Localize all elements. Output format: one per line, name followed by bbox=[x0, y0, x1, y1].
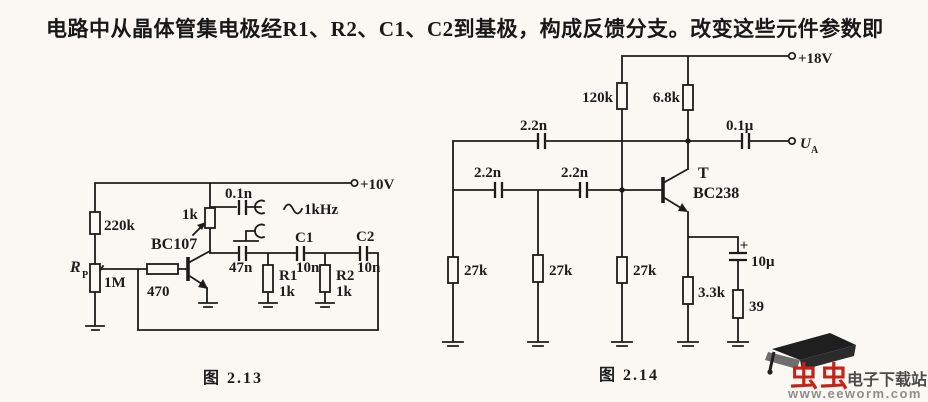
resistor-39 bbox=[732, 289, 744, 319]
r39-label: 39 bbox=[749, 299, 764, 315]
resistor-27k-3 bbox=[616, 256, 628, 284]
c-top-label: 2.2n bbox=[520, 118, 548, 134]
c2-value-label: 10n bbox=[357, 260, 381, 276]
r-emitter-label: 3.3k bbox=[698, 285, 726, 301]
t-type-label: BC238 bbox=[693, 185, 739, 202]
figure-2-14-caption: 图 2.14 bbox=[599, 367, 660, 384]
resistor-r2 bbox=[319, 264, 331, 293]
emitter-arrow-icon bbox=[198, 279, 208, 289]
resistor-27k-1 bbox=[447, 256, 459, 284]
freq-label: 1kHz bbox=[304, 202, 339, 218]
c-47n-label: 47n bbox=[229, 260, 253, 276]
sine-wave-icon bbox=[282, 203, 304, 215]
r27k-2-label: 27k bbox=[549, 263, 573, 279]
figure-2-13-caption: 图 2.13 bbox=[203, 370, 264, 387]
watermark-site: 电子下载站 bbox=[847, 372, 928, 389]
eeworm-watermark: 虫虫 电子下载站 www.eeworm.com bbox=[760, 330, 928, 402]
watermark-brand: 虫虫 bbox=[790, 361, 851, 392]
c-bypass-label: 10μ bbox=[751, 254, 775, 270]
r2-name-label: R2 bbox=[336, 268, 354, 284]
output-sub-label: A bbox=[811, 145, 819, 156]
resistor-220k bbox=[89, 211, 101, 235]
c-01n-label: 0.1n bbox=[225, 186, 253, 202]
fig13-capacitor-plates bbox=[237, 200, 369, 261]
r120k-label: 120k bbox=[582, 90, 614, 106]
pot1k-label: 1k bbox=[182, 207, 199, 223]
ground-jack-icon bbox=[254, 223, 266, 239]
r1-name-label: R1 bbox=[279, 268, 297, 284]
base-junction-dot bbox=[619, 187, 625, 193]
resistor-r1 bbox=[262, 264, 274, 293]
c1-value-label: 10n bbox=[296, 260, 320, 276]
collector-junction-dot bbox=[685, 138, 691, 144]
pot1k-wiper-arrow-icon bbox=[197, 222, 206, 230]
c-bypass-polarity-label: + bbox=[740, 238, 749, 254]
bc107-label: BC107 bbox=[151, 236, 197, 253]
fig14-wires bbox=[442, 55, 790, 347]
r27k-1-label: 27k bbox=[464, 263, 488, 279]
figure-2-13-schematic: +10V 220k R P 1M 470 BC107 1k 0.1n 1kHz … bbox=[69, 177, 395, 331]
t-name-label: T bbox=[698, 165, 709, 182]
page-heading-text: 电路中从晶体管集电极经R1、R2、C1、C2到基极，构成反馈分支。改变这些元件参… bbox=[46, 17, 884, 41]
output-jack-icon bbox=[254, 199, 266, 215]
fig13-wires bbox=[85, 182, 379, 331]
output-terminal-ua bbox=[787, 136, 797, 146]
watermark-url: www.eeworm.com bbox=[788, 386, 922, 401]
r1-value-label: 1k bbox=[279, 284, 296, 300]
r27k-3-label: 27k bbox=[633, 263, 657, 279]
fig14-capacitor-plates bbox=[493, 133, 751, 262]
resistor-470 bbox=[146, 263, 179, 275]
r470-label: 470 bbox=[147, 284, 170, 300]
figure-2-14-schematic: +18V 120k 6.8k 2.2n 0.1μ U A 2.2n 2.2n 2… bbox=[442, 51, 833, 347]
supply-terminal-18v bbox=[787, 51, 797, 61]
resistor-6-8k bbox=[682, 84, 694, 111]
rp-name-label: R bbox=[69, 259, 81, 276]
rp-value-label: 1M bbox=[104, 275, 126, 291]
r2-value-label: 1k bbox=[336, 284, 353, 300]
rp-sub-label: P bbox=[82, 270, 88, 281]
c2-name-label: C2 bbox=[356, 229, 374, 245]
supply-label-10v: +10V bbox=[360, 177, 395, 193]
c-out-label: 0.1μ bbox=[726, 118, 754, 134]
c-ladder1-label: 2.2n bbox=[474, 165, 502, 181]
emitter-arrow-icon bbox=[678, 203, 688, 212]
supply-terminal-10v bbox=[350, 178, 359, 188]
r220k-label: 220k bbox=[104, 218, 136, 234]
resistor-27k-2 bbox=[532, 254, 544, 283]
supply-label-18v: +18V bbox=[798, 51, 833, 67]
resistor-3-3k bbox=[682, 276, 694, 305]
r68k-label: 6.8k bbox=[653, 90, 681, 106]
resistor-120k bbox=[616, 82, 628, 110]
potentiometer-1k bbox=[204, 207, 216, 229]
graduation-cap-icon bbox=[765, 333, 856, 375]
c1-name-label: C1 bbox=[295, 230, 313, 246]
output-name-label: U bbox=[800, 136, 812, 152]
potentiometer-rp bbox=[89, 263, 101, 293]
c-ladder2-label: 2.2n bbox=[561, 165, 589, 181]
